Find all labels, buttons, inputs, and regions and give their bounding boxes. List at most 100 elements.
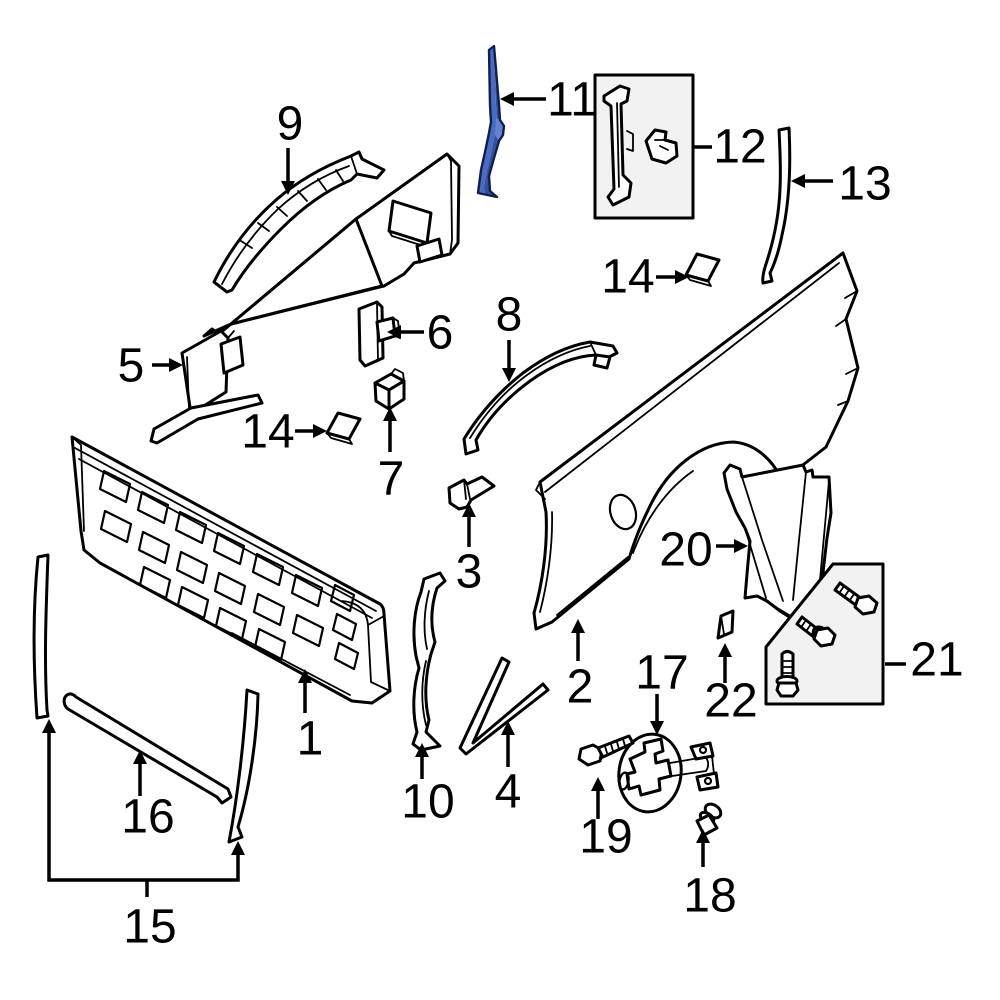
callout-label-17[interactable]: 17 [635, 647, 688, 700]
arrow-head [696, 829, 710, 843]
part-19-bolt [577, 734, 635, 767]
callout-label-13[interactable]: 13 [838, 158, 891, 211]
bolt-icon [795, 615, 837, 648]
callout-label-10[interactable]: 10 [401, 776, 454, 829]
arrow-head [231, 841, 245, 855]
arrow-head [675, 270, 689, 284]
callout-label-19[interactable]: 19 [579, 811, 632, 864]
part-4-v-molding [458, 656, 550, 756]
part-18-push-pin [695, 802, 723, 837]
part-20-splash-shield [722, 463, 833, 620]
callout-label-1[interactable]: 1 [297, 713, 324, 766]
part-13-rear-strip [761, 126, 792, 285]
callout-label-9[interactable]: 9 [277, 98, 304, 151]
callout-13[interactable]: 13 [791, 158, 892, 211]
fuel-filler-hole [608, 493, 638, 531]
callout-14-right[interactable]: 14 [601, 251, 689, 304]
callout-4[interactable]: 4 [495, 721, 522, 819]
callout-label-8[interactable]: 8 [496, 289, 523, 342]
arrow-head [133, 750, 147, 764]
part-14-clip-right [684, 252, 721, 287]
callout-5[interactable]: 5 [118, 340, 183, 393]
callout-label-20[interactable]: 20 [659, 524, 712, 577]
arrow-head [571, 619, 585, 633]
callout-label-15[interactable]: 15 [123, 901, 176, 954]
part-15-strip-left [32, 553, 50, 720]
callout-label-14-right[interactable]: 14 [601, 251, 654, 304]
part-14-clip-left [325, 411, 362, 445]
callout-label-16[interactable]: 16 [121, 791, 174, 844]
arrow-head [42, 719, 56, 733]
callout-3[interactable]: 3 [456, 503, 483, 599]
callout-21[interactable]: 21 [885, 634, 964, 687]
callout-label-5[interactable]: 5 [118, 340, 145, 393]
callout-12[interactable]: 12 [694, 121, 767, 174]
arrow-head [383, 407, 397, 421]
callout-6[interactable]: 6 [387, 307, 453, 360]
callout-9[interactable]: 9 [277, 98, 304, 196]
callout-label-4[interactable]: 4 [495, 766, 522, 819]
part-8-wheel-arch-molding [462, 340, 619, 456]
floor-flange [149, 393, 264, 445]
part-15-strip-right [227, 688, 260, 844]
callout-label-18[interactable]: 18 [683, 870, 736, 923]
callout-15[interactable]: 15 [42, 719, 245, 954]
arrow-head [462, 503, 476, 517]
callout-label-22[interactable]: 22 [704, 675, 757, 728]
callout-label-21[interactable]: 21 [910, 634, 963, 687]
callout-14-left[interactable]: 14 [241, 406, 327, 459]
callout-label-11[interactable]: 11 [547, 74, 597, 127]
part-10-corner-molding [411, 571, 447, 752]
callout-label-6[interactable]: 6 [427, 307, 454, 360]
part-9-top-rail [212, 150, 386, 294]
callout-label-2[interactable]: 2 [567, 661, 594, 714]
part-3-corner-clip [447, 475, 496, 511]
arrow-head [169, 358, 183, 372]
callout-label-12[interactable]: 12 [713, 121, 766, 174]
part-11-molding-highlighted[interactable] [476, 44, 506, 199]
part-21-box-bolts [764, 562, 885, 706]
part-6-bracket [357, 300, 401, 368]
callout-label-14-left[interactable]: 14 [241, 406, 294, 459]
callout-10[interactable]: 10 [401, 743, 455, 829]
arrow-head [591, 777, 605, 791]
callout-11[interactable]: 11 [500, 74, 597, 127]
part-11-face [478, 47, 497, 195]
hinge-tab [689, 741, 715, 761]
part-16-sill-strip [62, 692, 233, 805]
callout-22[interactable]: 22 [704, 643, 758, 728]
bolt-icon [775, 650, 800, 698]
part-22-clip [716, 609, 735, 640]
callout-17[interactable]: 17 [635, 647, 689, 736]
callout-8[interactable]: 8 [496, 289, 523, 383]
arrow-head [415, 743, 429, 757]
arrow-head [718, 643, 732, 657]
callout-label-7[interactable]: 7 [378, 453, 405, 506]
hinge-tab [695, 771, 720, 792]
arrow-head [500, 92, 514, 106]
part-5-front-inner-panel [149, 152, 461, 445]
callout-20[interactable]: 20 [659, 524, 748, 577]
part-17-fuel-door [617, 732, 720, 814]
callout-7[interactable]: 7 [378, 407, 405, 506]
callout-label-3[interactable]: 3 [456, 546, 483, 599]
panel-emboss-holes [98, 469, 360, 671]
arrow-head [791, 174, 805, 188]
callout-2[interactable]: 2 [567, 619, 594, 714]
callout-19[interactable]: 19 [579, 777, 633, 864]
arrow-head [298, 669, 312, 683]
arrow-head [502, 368, 516, 382]
callout-1[interactable]: 1 [297, 669, 324, 766]
part-1-bed-side-panel [70, 435, 392, 705]
arrow-head [313, 424, 327, 438]
arrow-head [501, 721, 515, 735]
arrow-head [650, 721, 664, 735]
callout-18[interactable]: 18 [683, 829, 737, 923]
part-7-bracket [373, 368, 406, 411]
arrow-head [387, 325, 401, 339]
callout-16[interactable]: 16 [121, 750, 175, 844]
part-12-box-brackets [593, 73, 695, 220]
bracket-line [47, 731, 240, 897]
